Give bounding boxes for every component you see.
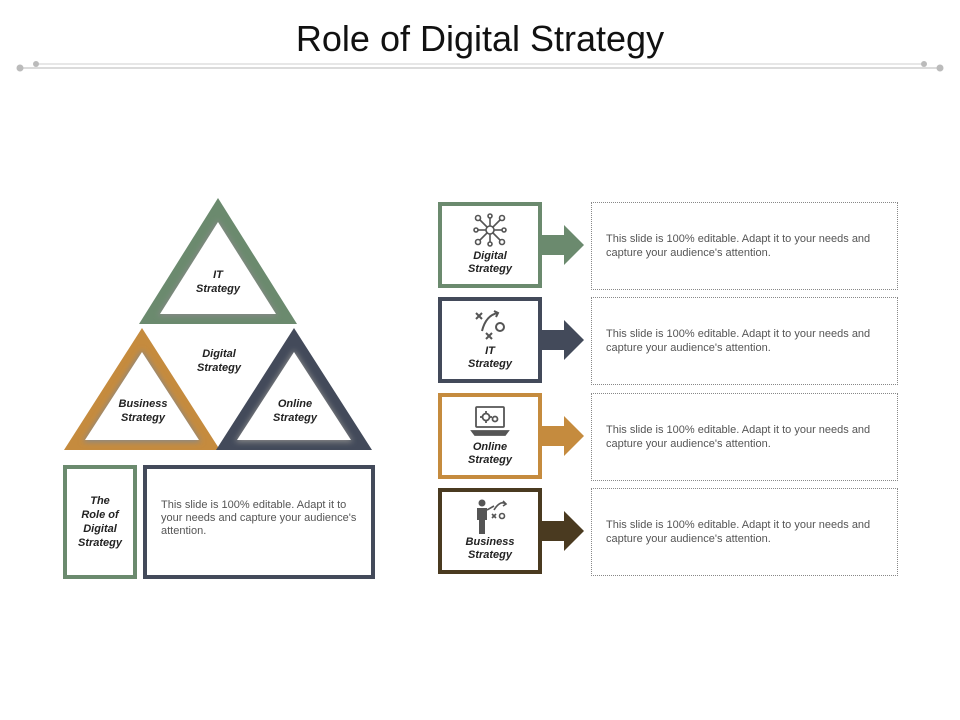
strategy-card-label: Online Strategy [467, 441, 513, 466]
strategy-description-text: This slide is 100% editable. Adapt it to… [606, 233, 871, 259]
strategy-description-text: This slide is 100% editable. Adapt it to… [606, 328, 871, 354]
title-divider [16, 61, 944, 72]
laptop-gears-icon [442, 401, 538, 441]
strategy-description-text: This slide is 100% editable. Adapt it to… [606, 519, 871, 545]
arrow-right-icon [540, 225, 584, 265]
triangle-left [64, 328, 220, 450]
strategy-description-box: This slide is 100% editable. Adapt it to… [591, 488, 898, 576]
triangle-top [139, 198, 297, 324]
network-icon [442, 210, 538, 250]
strategy-description-box: This slide is 100% editable. Adapt it to… [591, 202, 898, 290]
strategy-card: Business Strategy [438, 488, 542, 574]
page-title: Role of Digital Strategy [295, 18, 665, 59]
arrow-right-icon [540, 511, 584, 551]
pyramid-right-label: Online Strategy [272, 398, 318, 424]
pyramid-top-label: IT Strategy [195, 269, 241, 295]
pyramid-left-label: Business Strategy [118, 398, 168, 424]
arrow-right-icon [540, 320, 584, 360]
strategy-card: Online Strategy [438, 393, 542, 479]
arrow-right-icon [540, 416, 584, 456]
pyramid-center-label: Digital Strategy [196, 348, 242, 374]
summary-heading-box: The Role of Digital Strategy [63, 465, 137, 579]
summary-text-box: This slide is 100% editable. Adapt it to… [143, 465, 375, 579]
strategy-description-text: This slide is 100% editable. Adapt it to… [606, 424, 871, 450]
summary-text: This slide is 100% editable. Adapt it to… [161, 499, 357, 537]
strategy-card: Digital Strategy [438, 202, 542, 288]
triangle-right [216, 328, 372, 450]
strategy-description-box: This slide is 100% editable. Adapt it to… [591, 393, 898, 481]
strategy-description-box: This slide is 100% editable. Adapt it to… [591, 297, 898, 385]
strategy-play-icon [442, 305, 538, 345]
strategy-card: IT Strategy [438, 297, 542, 383]
presenter-icon [442, 496, 538, 536]
strategy-pyramid [64, 198, 372, 450]
strategy-card-label: Digital Strategy [467, 250, 513, 275]
summary-heading: The Role of Digital Strategy [77, 495, 123, 549]
strategy-card-label: Business Strategy [465, 536, 515, 561]
strategy-card-label: IT Strategy [467, 345, 513, 370]
